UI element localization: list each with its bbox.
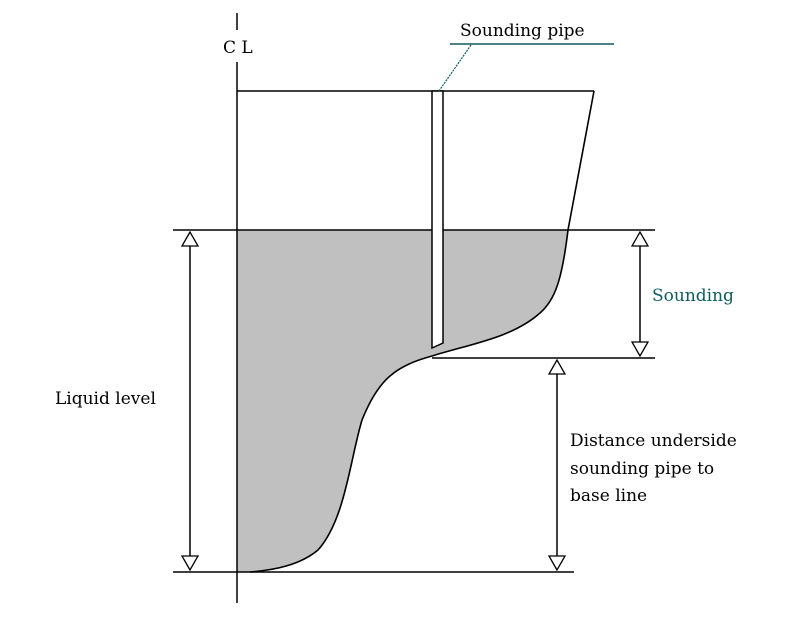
hull-profile xyxy=(249,90,595,573)
centerline-label: C L xyxy=(223,38,253,58)
liquid-level-label: Liquid level xyxy=(55,389,156,409)
sounding-pipe-leader xyxy=(438,44,472,92)
distance-label-line3: base line xyxy=(570,486,647,506)
sounding-pipe[interactable] xyxy=(431,90,444,350)
distance-label-line1: Distance underside xyxy=(570,431,737,451)
sounding-pipe-label: Sounding pipe xyxy=(460,21,585,41)
distance-label-line2: sounding pipe to xyxy=(570,459,714,479)
sounding-label: Sounding xyxy=(652,286,734,306)
liquid-fill xyxy=(237,230,568,572)
distance-dimension xyxy=(547,358,567,572)
liquid-level-dimension xyxy=(180,230,200,572)
sounding-dimension xyxy=(630,230,650,358)
